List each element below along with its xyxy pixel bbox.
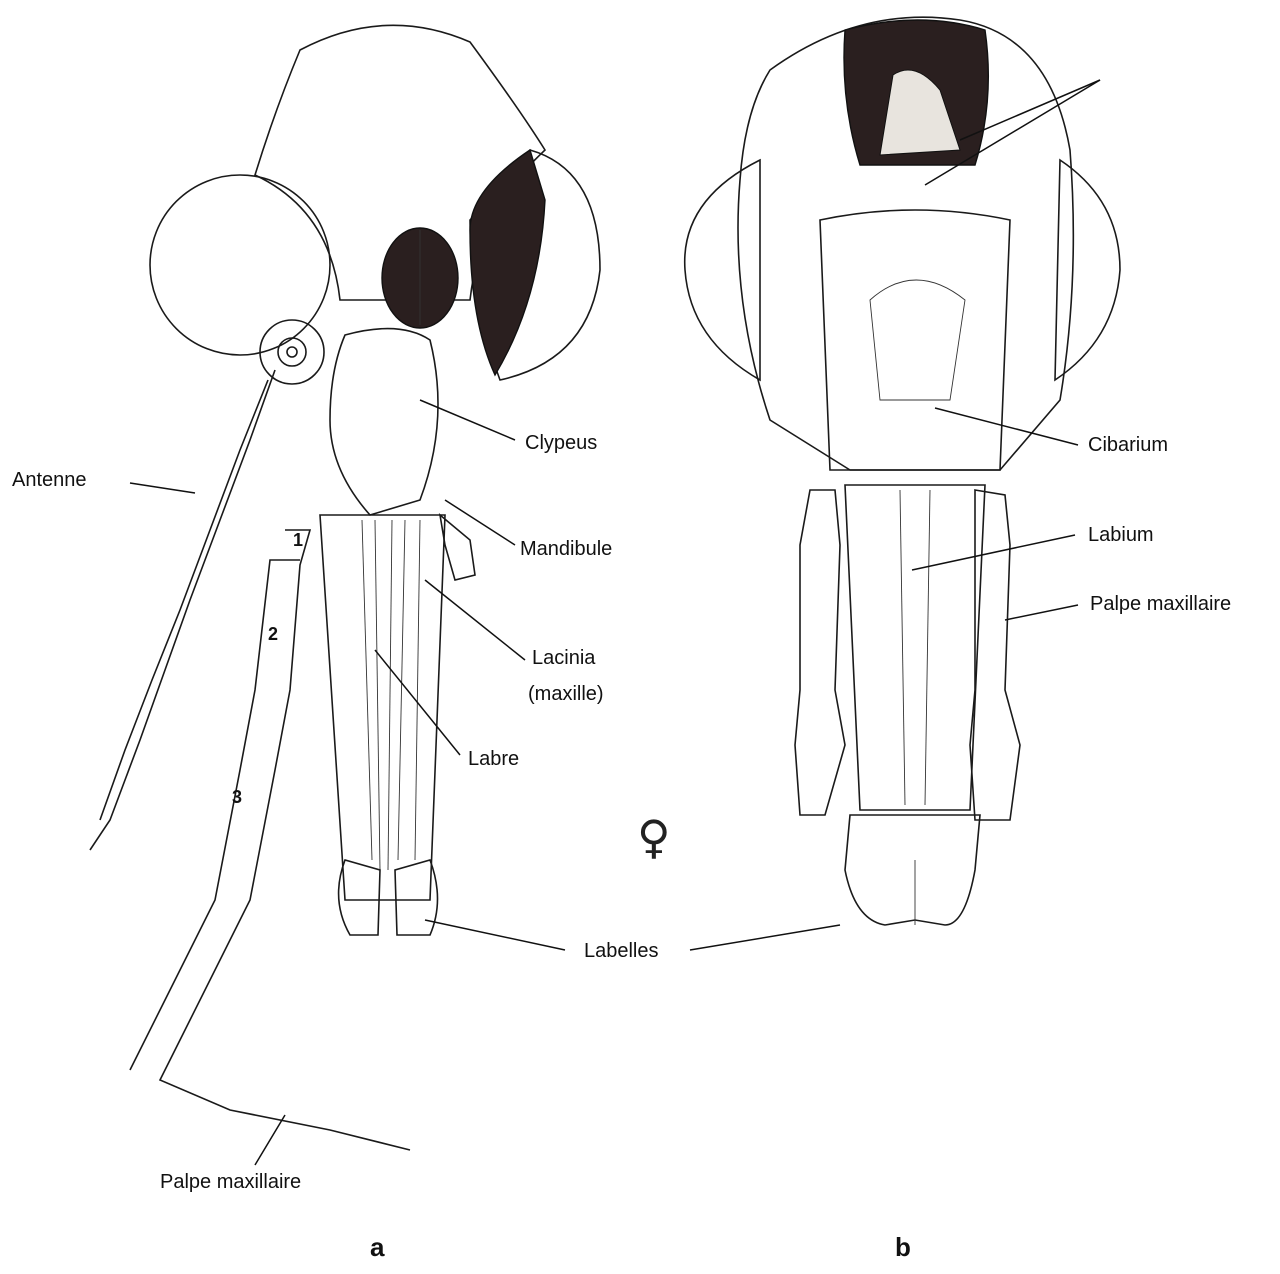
panel-letter-b: b: [895, 1232, 911, 1263]
leader-labelles-b: [690, 925, 840, 950]
panel-b-labium: [845, 485, 985, 810]
panel-b-left-eye: [685, 160, 760, 380]
leader-labium: [912, 535, 1075, 570]
panel-b-cibarium: [820, 210, 1010, 470]
label-palpe-maxillaire-a: Palpe maxillaire: [160, 1170, 301, 1194]
panel-b-right-eye: [1055, 160, 1120, 380]
label-cibarium: Cibarium: [1088, 433, 1168, 457]
label-lacinia: Lacinia: [532, 646, 595, 670]
label-labelles: Labelles: [584, 939, 659, 963]
label-palpe-maxillaire-b: Palpe maxillaire: [1090, 592, 1231, 616]
panel-b-left-palp: [795, 490, 845, 815]
palp-segment-3: 3: [232, 785, 242, 809]
panel-letter-a: a: [370, 1232, 384, 1263]
panel-a-left-eye: [150, 175, 330, 355]
panel-b-drawing: [685, 17, 1120, 925]
label-maxille: (maxille): [528, 682, 604, 706]
label-clypeus: Clypeus: [525, 431, 597, 455]
panel-a-clypeus: [330, 329, 438, 515]
palp-segment-1: 1: [293, 528, 303, 552]
palp-segment-2: 2: [268, 622, 278, 646]
panel-a-pedicel: [260, 320, 324, 384]
panel-a-maxillary-palp: [160, 530, 410, 1150]
leader-labelles-a: [425, 920, 565, 950]
female-symbol: ♀: [637, 810, 671, 864]
panel-a-drawing: [90, 25, 600, 1150]
panel-b-labella: [845, 815, 980, 925]
leader-clypeus: [420, 400, 515, 440]
leader-mandibule: [445, 500, 515, 545]
label-antenne: Antenne: [12, 468, 87, 492]
label-labre: Labre: [468, 747, 519, 771]
panel-a-labella: [339, 860, 438, 935]
label-labium: Labium: [1088, 523, 1154, 547]
panel-a-right-eye-dark: [470, 150, 545, 375]
leader-cibarium: [935, 408, 1078, 445]
leader-palpe-b: [1005, 605, 1078, 620]
leader-palpe-a: [255, 1115, 285, 1165]
panel-a-antenna: [90, 370, 275, 850]
label-mandibule: Mandibule: [520, 537, 612, 561]
leader-antenne: [130, 483, 195, 493]
panel-a-stylets: [320, 515, 445, 900]
